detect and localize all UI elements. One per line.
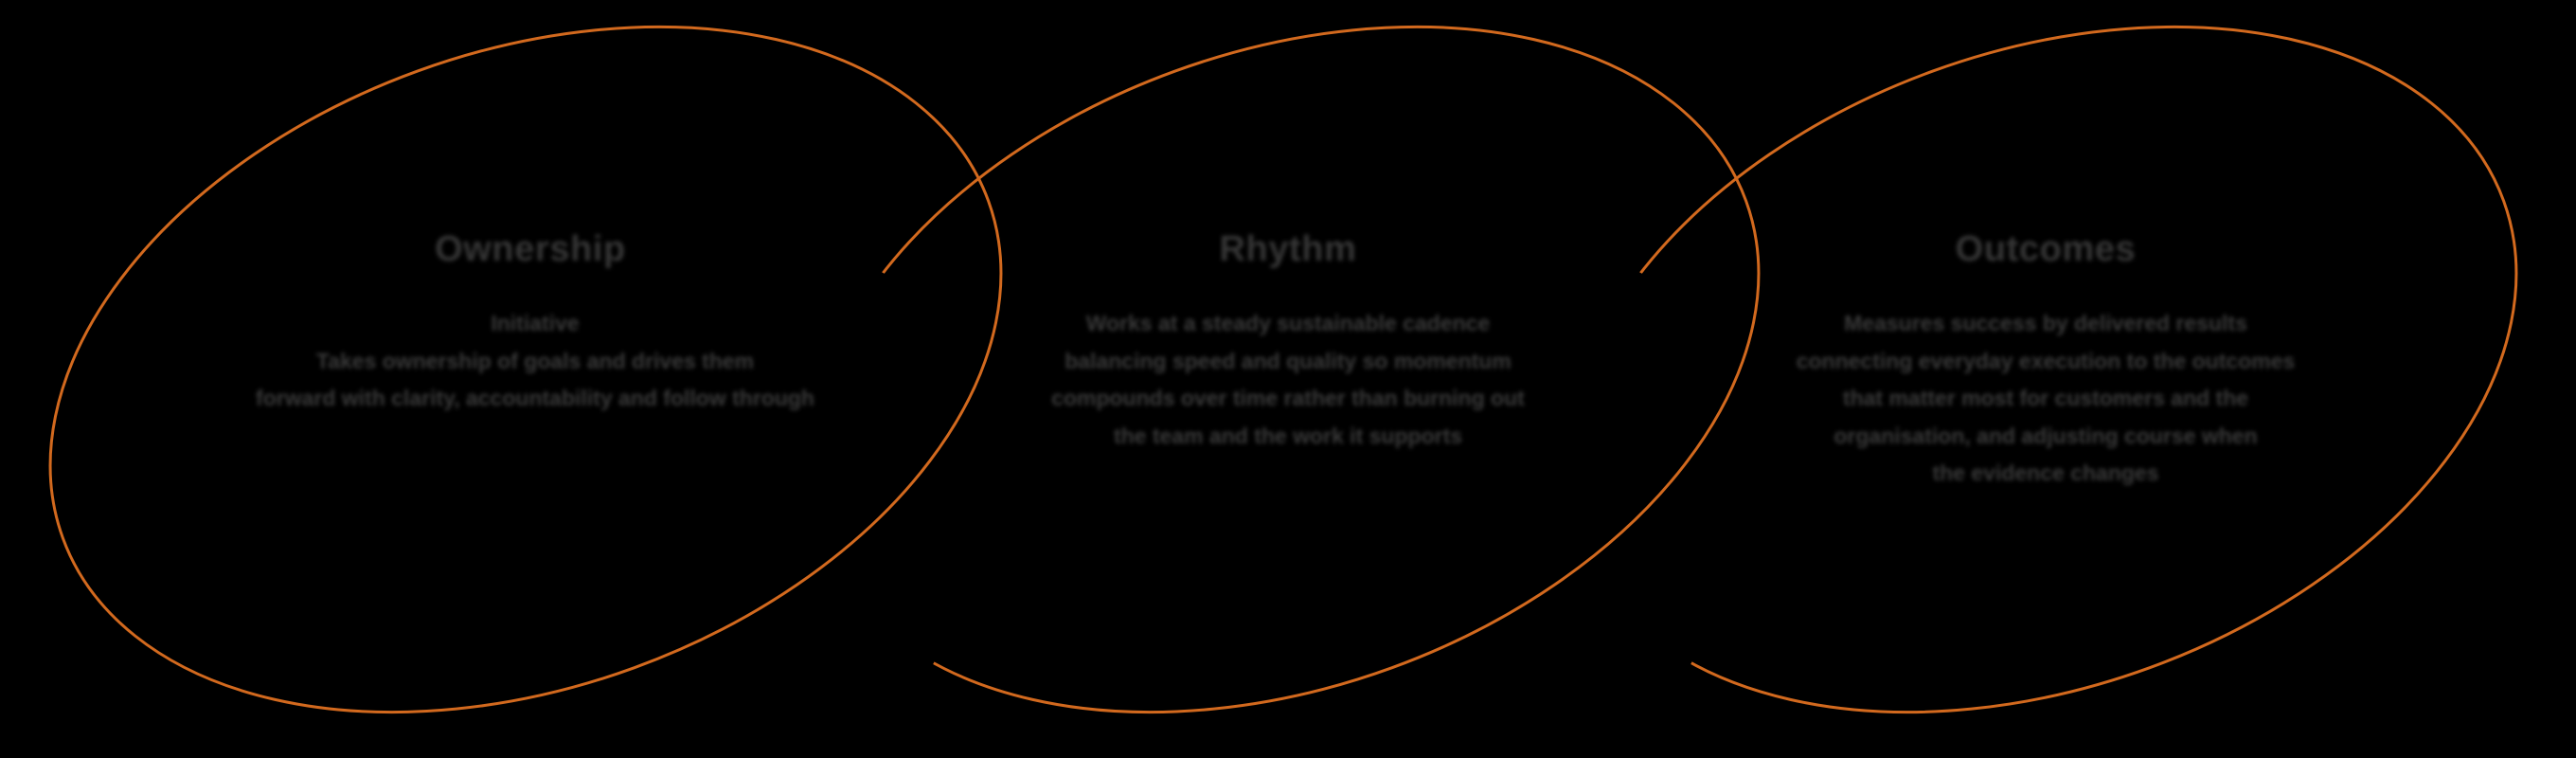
ellipse-3-body-line: the evidence changes [1932,460,2159,486]
ellipse-2-title: Rhythm [1219,229,1357,269]
ellipse-2-body-line: balancing speed and quality so momentum [1064,348,1512,373]
ellipse-1-body-line: Initiative [491,311,580,335]
ellipse-2-body-line: Works at a steady sustainable cadence [1085,311,1491,335]
ellipse-3-body-line: that matter most for customers and the [1842,386,2249,411]
ellipse-1-body: Initiative Takes ownership of goals and … [213,305,857,418]
ellipse-rhythm [806,25,1761,714]
ellipse-3-body: Measures success by delivered results co… [1695,305,2396,493]
ellipse-3-body-line: connecting everyday execution to the out… [1796,348,2296,373]
ellipse-2-body: Works at a steady sustainable cadence ba… [957,305,1619,455]
ellipse-3-title: Outcomes [1955,229,2137,269]
ellipse-1-body-line: forward with clarity, accountability and… [256,386,814,411]
ellipse-ownership [48,25,1003,714]
ellipse-2-body-line: the team and the work it supports [1113,423,1463,448]
ellipse-3-body-line: Measures success by delivered results [1844,311,2247,335]
ellipse-2-body-line: compounds over time rather than burning … [1051,386,1525,411]
ellipse-1-title: Ownership [435,229,626,269]
ellipse-1-body-line: Takes ownership of goals and drives them [315,348,755,373]
ellipse-3-body-line: organisation, and adjusting course when [1834,423,2258,448]
ellipse-outcomes [1564,25,2518,714]
